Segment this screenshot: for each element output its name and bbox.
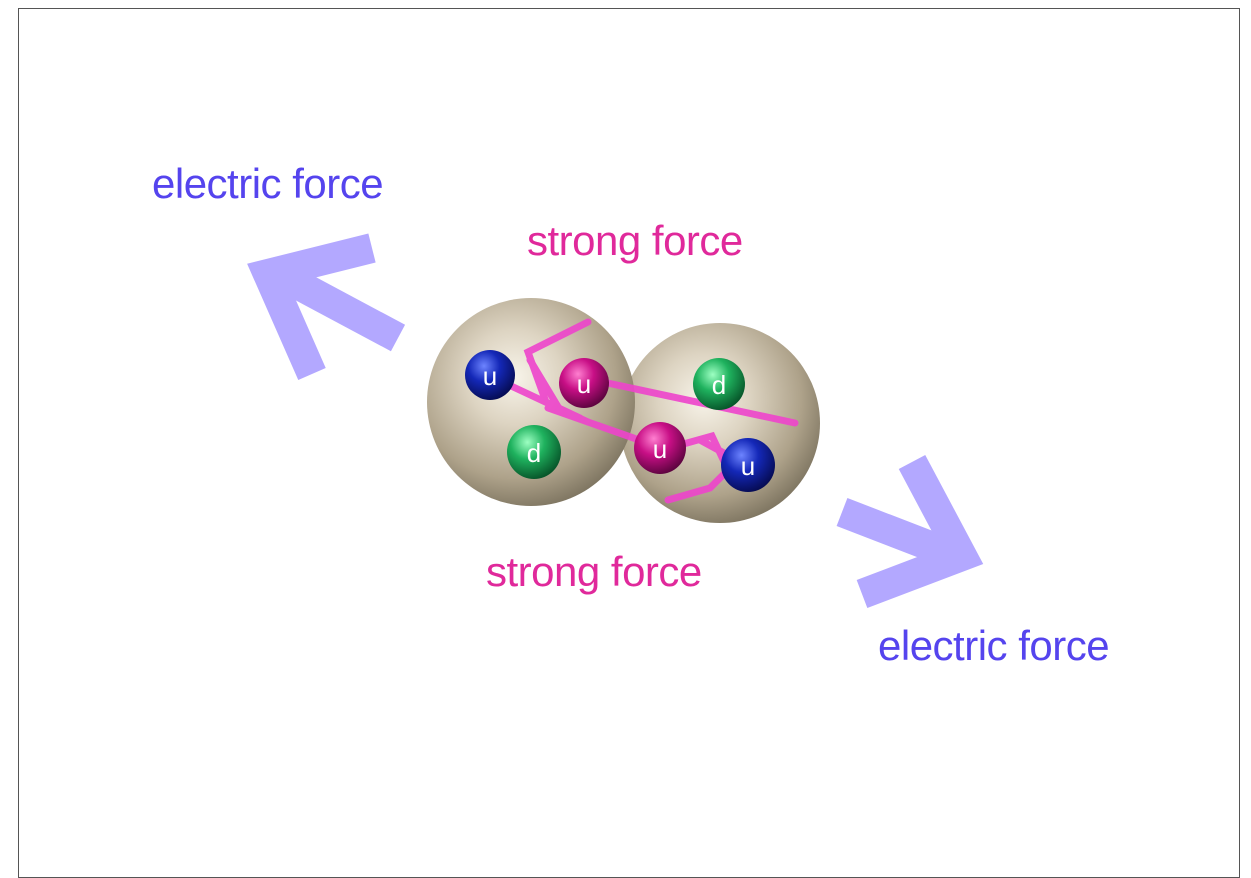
quark-label: u (577, 369, 591, 399)
quark-left-green: d (507, 425, 561, 479)
quark-right-blue: u (721, 438, 775, 492)
quark-label: u (483, 361, 497, 391)
quark-right-magenta: u (634, 422, 686, 474)
electric-arrow-left (247, 233, 406, 381)
quark-label: d (712, 370, 726, 400)
electric-force-label-top: electric force (152, 160, 384, 207)
electric-force-label-bottom: electric force (878, 622, 1110, 669)
electric-arrow-right (836, 454, 984, 609)
quark-label: d (527, 438, 541, 468)
quark-label: u (741, 451, 755, 481)
strong-force-label-bottom: strong force (486, 548, 702, 595)
quark-left-blue: u (465, 350, 515, 400)
quark-left-magenta: u (559, 358, 609, 408)
quark-label: u (653, 434, 667, 464)
nucleon-left (427, 298, 635, 506)
strong-force-label-top: strong force (527, 217, 743, 264)
quark-right-green: d (693, 358, 745, 410)
